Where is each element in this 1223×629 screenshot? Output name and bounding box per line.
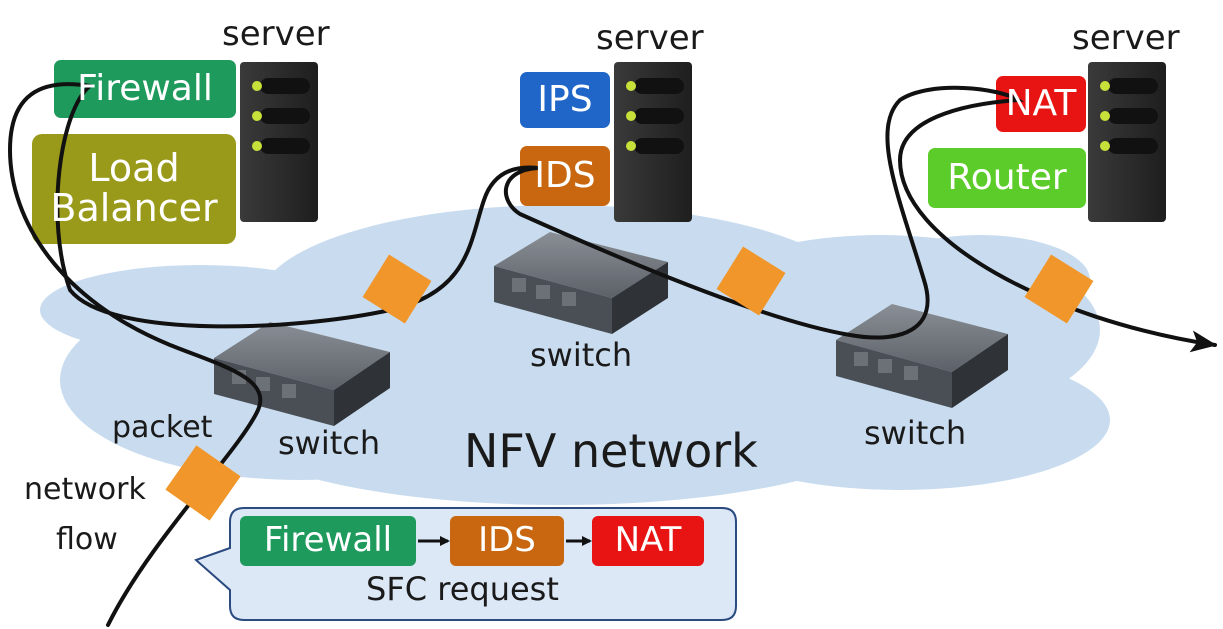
packet-3 bbox=[716, 246, 786, 316]
sfc-firewall-label: Firewall bbox=[263, 520, 393, 561]
vnf-firewall-box bbox=[54, 60, 236, 118]
switch-right bbox=[836, 304, 1008, 408]
server-middle bbox=[614, 62, 692, 222]
server-label-right: server bbox=[1072, 18, 1180, 58]
packet-label: packet bbox=[112, 410, 213, 445]
sfc-nat-label: NAT bbox=[614, 520, 682, 561]
network-flow-label-2: flow bbox=[56, 522, 118, 557]
lb-line-1: Load bbox=[88, 146, 180, 191]
server-label-middle: server bbox=[596, 18, 704, 58]
sfc-ids-label: IDS bbox=[478, 520, 536, 561]
packet-4 bbox=[1024, 254, 1094, 324]
nfv-network-label: NFV network bbox=[464, 424, 758, 478]
sfc-ids-box bbox=[450, 516, 564, 566]
vnf-firewall-label: Firewall bbox=[77, 68, 213, 110]
vnf-ips-label: IPS bbox=[537, 79, 593, 121]
network-flow-path bbox=[7, 82, 1217, 627]
switch-middle bbox=[494, 232, 668, 334]
switch-label-left: switch bbox=[278, 424, 381, 462]
network-flow-label-1: network bbox=[24, 472, 146, 507]
vnf-router-label: Router bbox=[947, 157, 1067, 199]
packet-1 bbox=[165, 445, 241, 521]
sfc-nat-box bbox=[592, 516, 704, 566]
vnf-nat-box bbox=[996, 76, 1086, 132]
switch-label-middle: switch bbox=[530, 336, 633, 374]
packet-2 bbox=[362, 254, 432, 324]
switch-label-right: switch bbox=[864, 414, 967, 452]
vnf-router-box bbox=[928, 148, 1086, 208]
server-label-left: server bbox=[222, 14, 330, 54]
vnf-nat-label: NAT bbox=[1005, 83, 1077, 125]
vnf-ids-box bbox=[520, 146, 610, 206]
vnf-ids-label: IDS bbox=[534, 155, 596, 197]
sfc-firewall-box bbox=[240, 516, 416, 566]
server-right bbox=[1088, 62, 1166, 222]
lb-line-2: Balancer bbox=[50, 186, 218, 230]
vnf-load-balancer-box bbox=[32, 134, 236, 244]
vnf-load-balancer-label: Load Balancer bbox=[32, 134, 236, 244]
vnf-ips-box bbox=[520, 72, 610, 128]
sfc-request-label: SFC request bbox=[366, 570, 559, 608]
server-left bbox=[240, 62, 318, 222]
